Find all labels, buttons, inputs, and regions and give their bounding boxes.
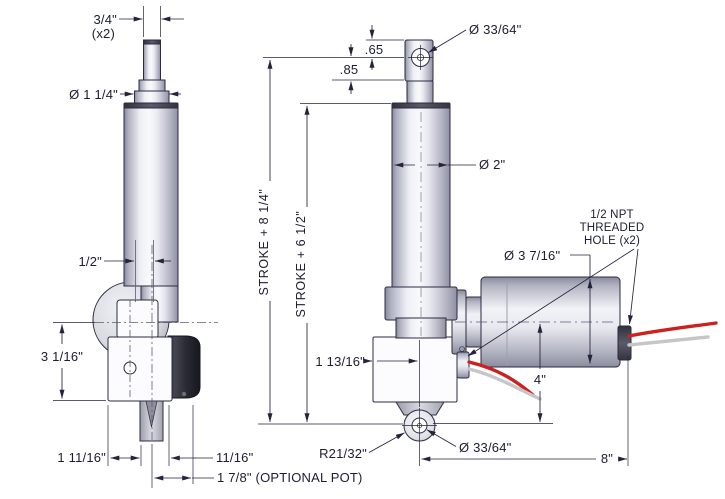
side-clevis-neck (395, 401, 445, 416)
motor-wire-red (627, 321, 718, 338)
side-view-dimensions: .65 .85 Ø 33/64" STROKE + 8 1/4" STROKE … (257, 22, 644, 466)
dim-pot-span-label: 1 7/8" (OPTIONAL POT) (217, 470, 363, 485)
npt-callout-line3: HOLE (x2) (584, 235, 640, 247)
side-housing-block (372, 336, 458, 403)
front-rod (143, 43, 161, 82)
side-view-actuator (372, 39, 718, 444)
dim-housing-height-label: 3 1/16" (41, 349, 83, 364)
motor-end-cap (617, 325, 632, 361)
pot-wire-red (467, 360, 535, 397)
front-housing-block (107, 336, 173, 402)
side-rod (406, 80, 434, 106)
dim-hole-to-top-label: .65 (365, 42, 384, 57)
side-connector (456, 351, 470, 379)
dim-overall-label: 8" (601, 451, 613, 466)
front-motor-cap (167, 335, 201, 399)
dim-rod-end-hole-label: Ø 33/64" (469, 22, 522, 37)
dim-collar-dia-label: Ø 1 1/4" (69, 87, 118, 102)
dim-inner-rod-label: 1/2" (79, 254, 103, 269)
motor-wire-white (627, 335, 710, 347)
front-clevis-notch (145, 400, 158, 428)
dim-rod-width-qty-label: (x2) (92, 26, 115, 41)
npt-callout-line2: THREADED (580, 222, 645, 234)
dim-pot-offset-label: 11/16" (216, 450, 254, 465)
front-view-actuator (92, 39, 218, 442)
npt-callout-line1: 1/2 NPT (590, 209, 634, 221)
front-collar-step (138, 79, 166, 92)
dim-mount-offset-label: 1 11/16" (57, 450, 106, 465)
dim-motor-dia-label: Ø 3 7/16" (504, 248, 560, 263)
dim-housing-width-label: 1 13/16" (315, 354, 365, 369)
dim-mount-hole-label: Ø 33/64" (459, 440, 512, 455)
dim-rod-width-label: 3/4" (94, 12, 118, 27)
front-collar-flange (134, 90, 170, 104)
dim-stroke-retracted-label: STROKE + 8 1/4" (257, 189, 271, 296)
dim-clevis-radius-label: R21/32" (319, 446, 367, 461)
dim-motor-center-label: 4" (534, 372, 546, 387)
dim-stroke-tube-label: STROKE + 6 1/2" (294, 211, 308, 318)
pot-wire-white (467, 367, 542, 401)
front-view-dimensions: 3/4" (x2) Ø 1 1/4" 1/2" 3 1/16" 1 11/16"… (41, 6, 363, 488)
dim-hole-to-shoulder-label: .85 (340, 62, 359, 77)
front-cylinder (123, 107, 179, 287)
dim-tube-dia-label: Ø 2" (479, 157, 506, 172)
